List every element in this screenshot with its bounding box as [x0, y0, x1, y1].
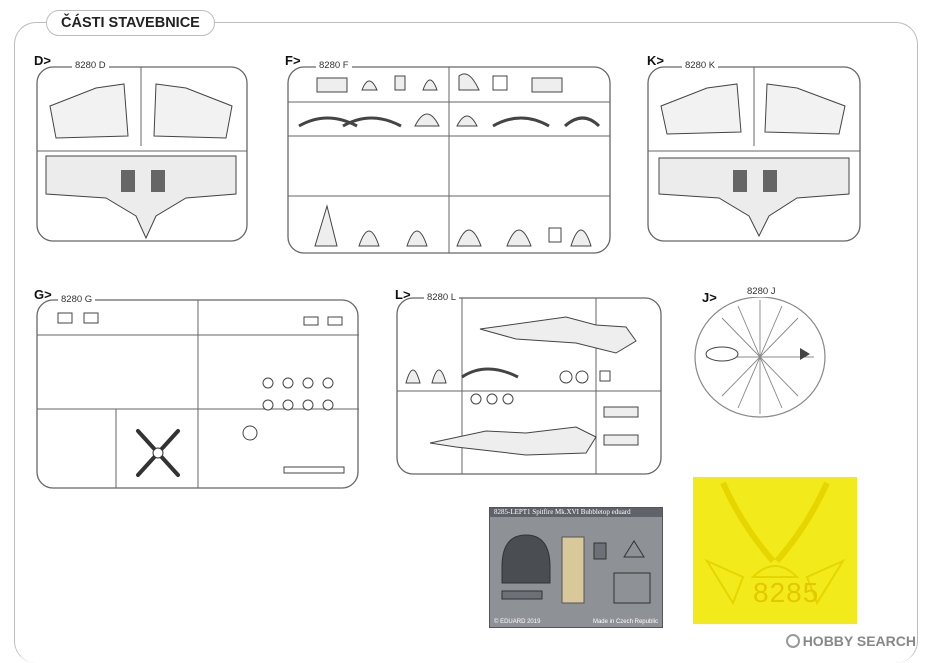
sprue-k [647, 66, 861, 242]
watermark: HOBBY SEARCH [785, 633, 916, 649]
photo-etch-parts [501, 534, 651, 604]
watermark-text: HOBBY SEARCH [802, 633, 916, 649]
sprue-k-code: 8280 K [682, 60, 719, 71]
canopy-mask-sheet: 8285 [693, 477, 857, 624]
photo-etch-made-in: Made in Czech Republic [592, 619, 658, 625]
sprue-g-letter: G> [34, 287, 52, 302]
sprue-d-letter: D> [34, 53, 51, 68]
sprue-l [396, 297, 662, 475]
sprue-l-letter: L> [395, 287, 411, 302]
parts-frame [14, 22, 918, 663]
photo-etch-fret: 8285-LEPT1 Spitfire Mk.XVI Bubbletop edu… [489, 507, 663, 628]
sprue-j-letter: J> [702, 290, 717, 305]
hobby-search-logo-icon [785, 634, 800, 648]
sprue-j-code: 8280 J [744, 286, 779, 297]
photo-etch-header: 8285-LEPT1 Spitfire Mk.XVI Bubbletop edu… [490, 508, 662, 517]
sprue-l-code: 8280 L [424, 292, 460, 303]
photo-etch-copyright: © EDUARD 2019 [494, 619, 541, 625]
sprue-g-code: 8280 G [58, 294, 96, 305]
sprue-g [36, 299, 359, 489]
mask-shapes [704, 481, 846, 606]
sprue-f [287, 66, 611, 254]
sprue-f-letter: F> [285, 53, 301, 68]
sprue-j [694, 296, 826, 418]
sprue-f-code: 8280 F [316, 60, 352, 71]
page-title: ČÁSTI STAVEBNICE [46, 10, 215, 36]
mask-number: 8285 [753, 577, 820, 608]
sprue-k-letter: K> [647, 53, 664, 68]
sprue-d-code: 8280 D [72, 60, 109, 71]
sprue-d [36, 66, 248, 242]
